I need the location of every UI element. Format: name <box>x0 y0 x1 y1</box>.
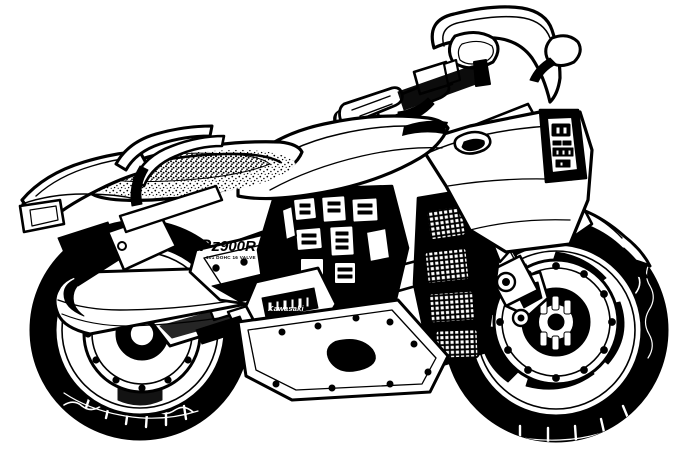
mirror-right <box>529 34 582 83</box>
grab-rail <box>114 124 226 207</box>
turn-signal-front <box>453 130 492 155</box>
front-brake-disc <box>492 258 620 386</box>
headlight <box>538 108 588 184</box>
handlebar <box>333 58 485 145</box>
belly-pan <box>236 298 450 402</box>
handgrip <box>333 86 404 129</box>
shadow-accents <box>402 120 448 136</box>
tank-badge-small-text: 101 DOHC 16 VALVE <box>206 255 256 260</box>
tank-badge-text: GPz <box>186 236 221 255</box>
tank-badge: GPz 900R 101 DOHC 16 VALVE <box>186 236 256 260</box>
engine-case-badge-text: Kawasaki <box>268 304 305 313</box>
subframe-rail <box>118 184 224 234</box>
fuel-tank <box>236 114 450 201</box>
tank-badge-sub-text: 900R <box>220 238 256 255</box>
windscreen <box>430 5 562 104</box>
